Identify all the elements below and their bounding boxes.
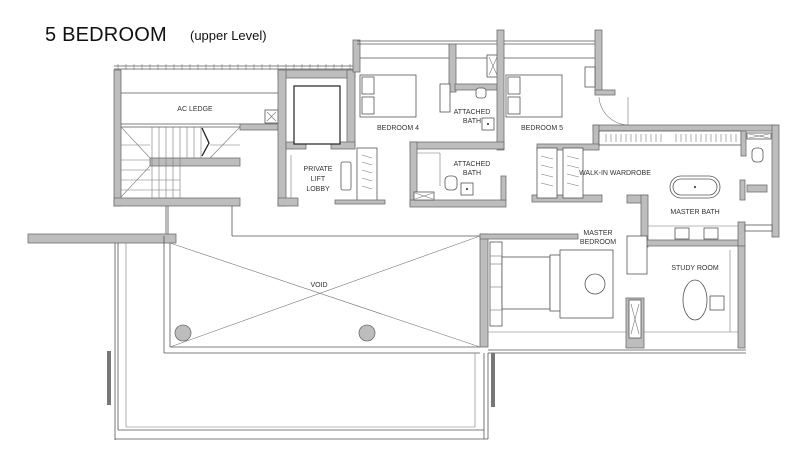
bedroom-4 xyxy=(334,39,500,205)
study-room xyxy=(625,224,772,349)
walk-in-wardrobe xyxy=(531,124,779,203)
room-label-ac-ledge: AC LEDGE xyxy=(177,106,213,113)
room-label-lift-lobby-2: LIFT xyxy=(311,176,326,183)
corridor-walls xyxy=(165,206,480,237)
attached-bath-1 xyxy=(439,29,505,151)
room-label-bedroom-5: BEDROOM 5 xyxy=(521,125,563,132)
room-label-void: VOID xyxy=(310,282,327,289)
room-label-lift-lobby-3: LOBBY xyxy=(306,186,330,193)
room-label-bedroom-4: BEDROOM 4 xyxy=(377,125,419,132)
room-label-attached-bath-1a: ATTACHED xyxy=(454,109,491,116)
bedroom-5 xyxy=(504,29,629,126)
room-label-attached-bath-2b: BATH xyxy=(463,170,481,177)
service-shaft xyxy=(239,109,279,131)
room-label-master-bedroom-1: MASTER xyxy=(583,230,612,237)
room-label-attached-bath-1b: BATH xyxy=(463,118,481,125)
ac-ledge-railing xyxy=(114,64,355,70)
room-label-attached-bath-2a: ATTACHED xyxy=(454,161,491,168)
stair-walls xyxy=(113,69,278,207)
room-label-master-bedroom-2: BEDROOM xyxy=(580,239,616,246)
master-bedroom xyxy=(479,233,648,348)
lift-core xyxy=(277,69,356,207)
room-label-master-bath: MASTER BATH xyxy=(670,209,719,216)
room-label-lift-lobby-1: PRIVATE xyxy=(304,166,333,173)
terrace-outline xyxy=(107,243,495,440)
void-area xyxy=(27,233,481,354)
staircase xyxy=(120,126,241,198)
attached-bath-2 xyxy=(409,141,507,208)
master-bath xyxy=(626,124,780,248)
room-label-study-room: STUDY ROOM xyxy=(671,265,718,272)
room-label-walk-in-wardrobe: WALK-IN WARDROBE xyxy=(579,170,651,177)
plan-subtitle: (upper Level) xyxy=(190,28,267,43)
plan-title: 5 BEDROOM xyxy=(45,24,167,46)
